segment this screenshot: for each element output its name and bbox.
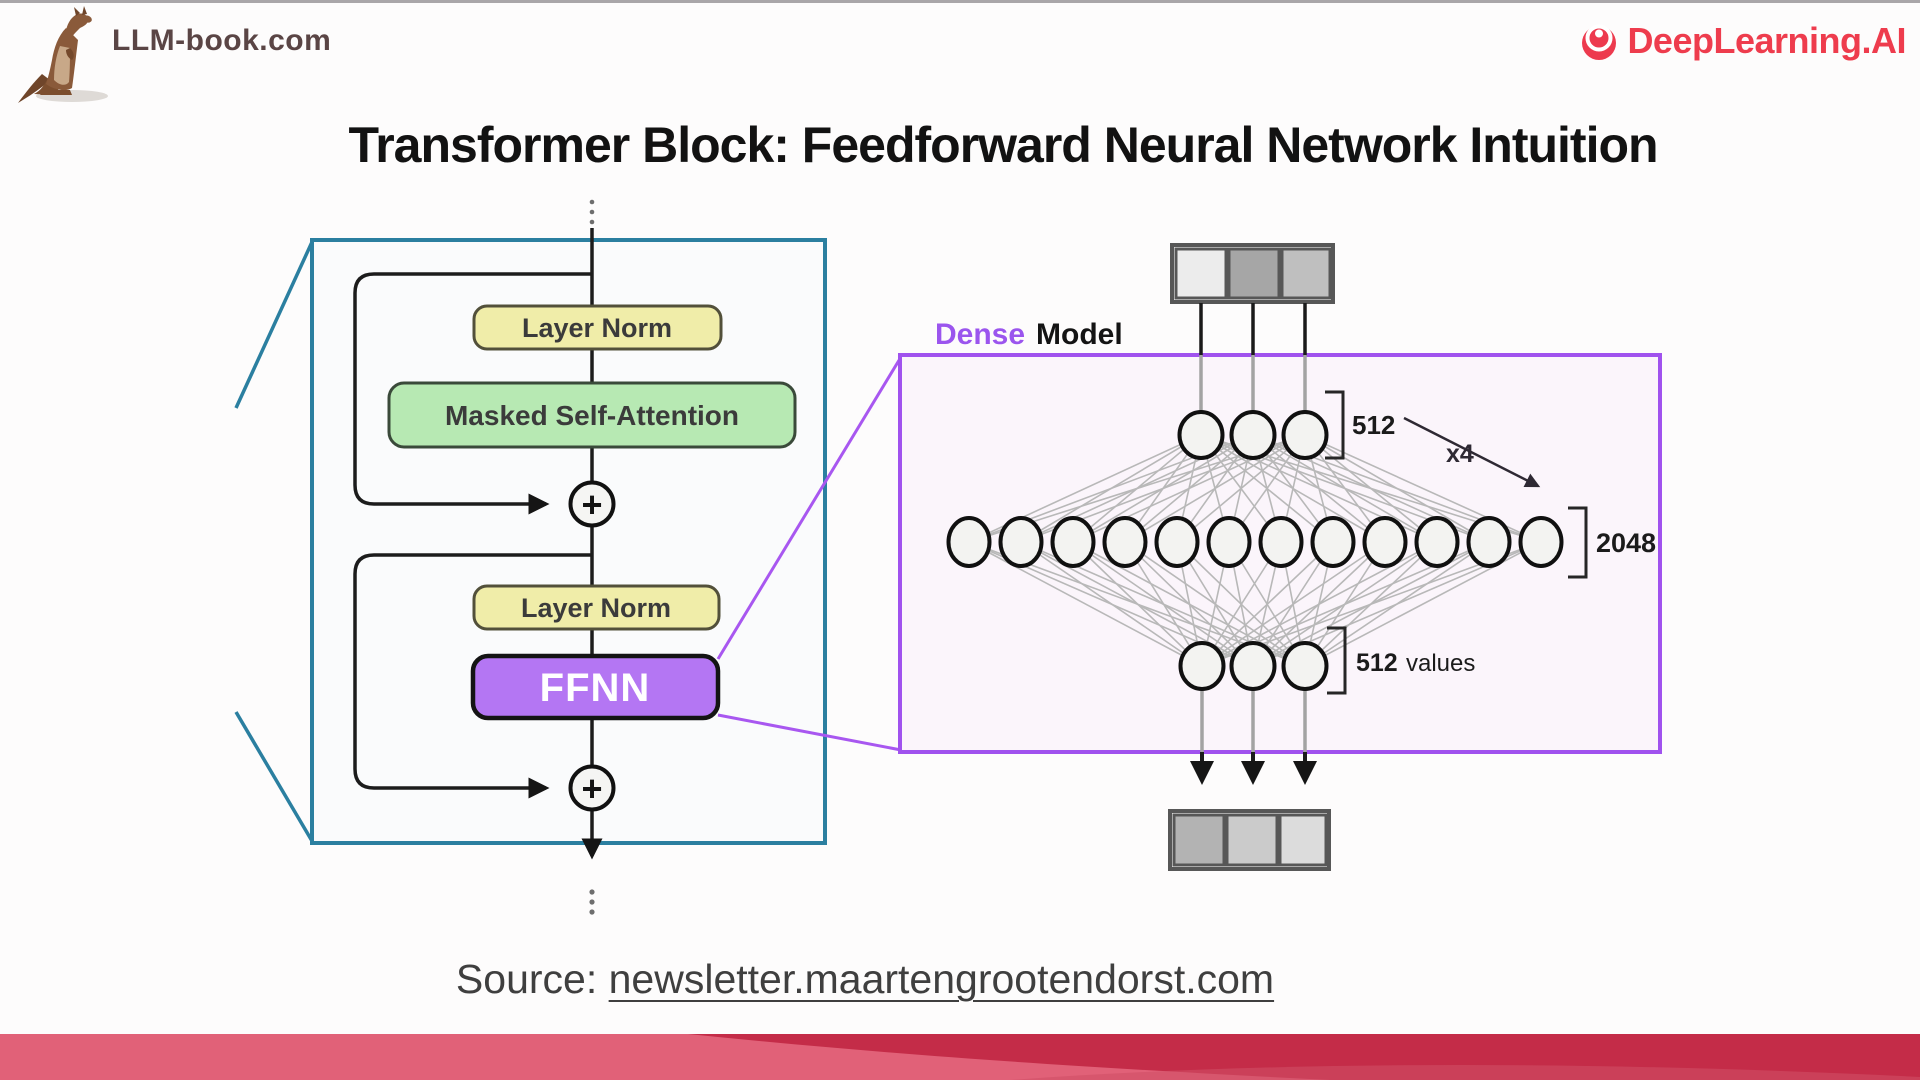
token-box-border [1168, 809, 1331, 871]
network-neurons [946, 410, 1564, 691]
layer-norm-bottom-label: Layer Norm [521, 593, 671, 623]
source-line: Source: newsletter.maartengrootendorst.c… [0, 956, 1730, 1003]
ribbon-wave-light [0, 1034, 1330, 1080]
source-prefix: Source: [455, 956, 609, 1002]
layer-norm-top-label: Layer Norm [522, 313, 672, 343]
deeplearning-rings-icon [1582, 24, 1617, 60]
ffnn-box [470, 653, 721, 721]
input-token-vector [1170, 243, 1335, 304]
x4-arrow [1403, 416, 1541, 488]
layer-norm-bottom-box [472, 584, 721, 631]
output-token-vector [1168, 809, 1331, 871]
dense-connection [1124, 434, 1306, 543]
hidden-neuron [946, 516, 992, 568]
plus-icon: + [581, 768, 602, 809]
token-cell [1172, 813, 1226, 867]
bracket-output-dim [1327, 626, 1347, 695]
ribbon-wave-highlight [1010, 1065, 1920, 1080]
dense-connection [1072, 541, 1203, 667]
dense-connection [1304, 434, 1438, 543]
token-box-border [1170, 243, 1335, 304]
hidden-neuron [1466, 516, 1512, 568]
dense-connection [1020, 541, 1203, 667]
hidden-neuron [1362, 516, 1408, 568]
multiplier-label: x4 [1446, 440, 1474, 468]
hidden-neuron [1258, 516, 1304, 568]
zoom-callout-line-bottom [234, 711, 314, 842]
dense-connection [1304, 434, 1490, 543]
hidden-neuron [1102, 516, 1148, 568]
masked-self-attention-label: Masked Self-Attention [445, 400, 739, 431]
ffnn-label: FFNN [540, 666, 651, 710]
input-neuron [1281, 410, 1329, 460]
add-node-bottom [568, 764, 616, 812]
zoom-callout-line-top [234, 241, 314, 409]
hidden-neuron [1518, 516, 1564, 568]
bracket-input-dim [1325, 390, 1345, 460]
skip-connection-bottom [353, 553, 592, 799]
token-cell [1278, 813, 1328, 867]
output-neuron [1229, 641, 1277, 691]
ffnn-callout-line-bottom [717, 713, 902, 752]
dense-connection [1201, 541, 1334, 667]
skip-connection-top [353, 272, 592, 515]
input-neuron [1229, 410, 1277, 460]
add-node-top [568, 480, 616, 528]
layer-norm-top-box [472, 304, 723, 351]
kangaroo-logo [18, 6, 108, 103]
token-cell [1227, 247, 1281, 300]
dense-connection [1201, 541, 1386, 667]
dense-connection [1176, 434, 1306, 543]
masked-self-attention-box [387, 381, 797, 449]
brand-logo: DeepLearning.AI [1579, 20, 1906, 62]
input-neuron [1177, 410, 1225, 460]
input-dim-label: 512 [1352, 410, 1395, 440]
token-cell [1174, 247, 1228, 300]
token-cell [1280, 247, 1332, 300]
dense-model-diagram: Dense Model 512 x4 2048 512 values [898, 243, 1662, 871]
page-title: Transformer Block: Feedforward Neural Ne… [348, 117, 1658, 173]
transformer-block-diagram: Layer Norm Masked Self-Attention + Layer… [234, 199, 827, 915]
source-link[interactable]: newsletter.maartengrootendorst.com [608, 956, 1275, 1002]
site-name: LLM-book.com [112, 24, 332, 57]
hidden-neuron [998, 516, 1044, 568]
hidden-neuron [1154, 516, 1200, 568]
network-io-lines [1190, 303, 1317, 785]
ffnn-callout-line-top [716, 356, 903, 660]
hidden-dim-label: 2048 [1596, 528, 1656, 558]
token-cell [1225, 813, 1279, 867]
output-neuron [1178, 641, 1226, 691]
hidden-neuron [1050, 516, 1096, 568]
plus-icon: + [581, 484, 602, 525]
hidden-neuron [1206, 516, 1252, 568]
bracket-hidden-dim [1568, 506, 1588, 579]
brand-name: DeepLearning.AI [1627, 20, 1906, 61]
hidden-neuron [1414, 516, 1460, 568]
top-divider [0, 0, 1920, 3]
output-dim-label: 512 [1356, 649, 1398, 677]
footer-ribbon [0, 1034, 1920, 1080]
output-dim-suffix: values [1406, 650, 1475, 677]
hidden-neuron [1310, 516, 1356, 568]
model-label: Model [1036, 318, 1123, 351]
output-neuron [1281, 641, 1329, 691]
dense-label: Dense [935, 318, 1025, 351]
